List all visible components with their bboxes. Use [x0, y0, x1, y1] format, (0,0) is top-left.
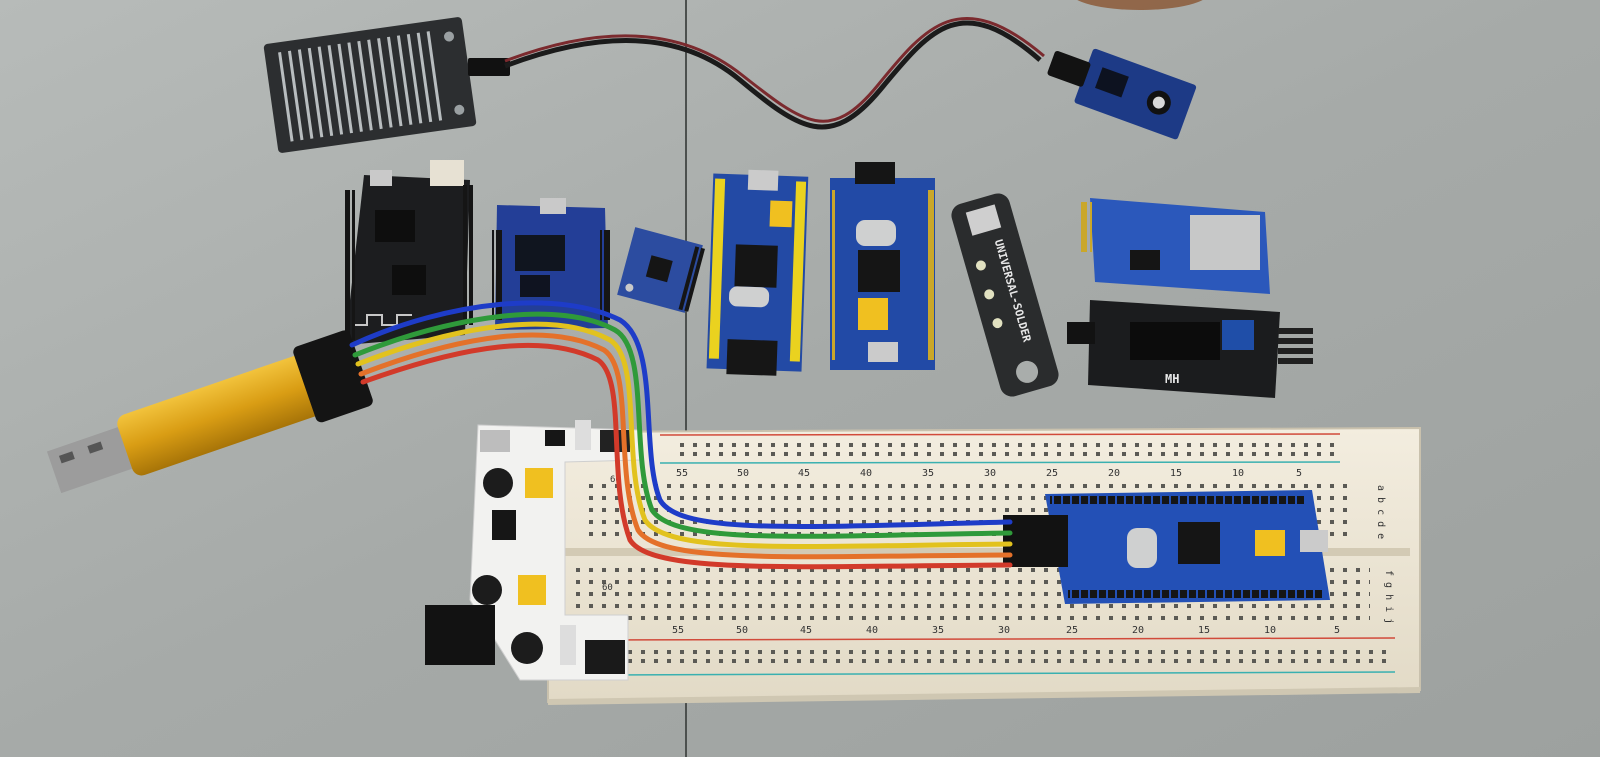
wire-green — [352, 311, 1013, 539]
bb-bottom-num: 5 — [1334, 625, 1340, 636]
bb-top-num: 55 — [676, 468, 688, 479]
bb-bottom-num: 25 — [1066, 625, 1078, 636]
bb-top-num: 10 — [1232, 468, 1244, 479]
lcd-backpack-label: MH — [1165, 372, 1179, 386]
bb-top-num: 25 — [1046, 468, 1058, 479]
wire-yellow — [355, 321, 1013, 549]
bb-bottom-num: 30 — [998, 625, 1010, 636]
bb-row-letters-bottom: f g h i j — [1383, 570, 1394, 624]
wire-blue — [349, 300, 1013, 529]
wemos-d1-mini-board — [492, 198, 610, 330]
bb-top-num: 35 — [922, 468, 934, 479]
bb-bottom-num: 10 — [1264, 625, 1276, 636]
breadboard-bottom-numbers: 55 50 45 40 35 30 25 20 15 10 5 — [672, 625, 1340, 636]
sensor-cable-red — [504, 16, 1045, 123]
bb-top-num: 15 — [1170, 468, 1182, 479]
ir-sensor-module — [1047, 48, 1197, 140]
bb-bottom-num: 35 — [932, 625, 944, 636]
bb-bottom-num: 50 — [736, 625, 748, 636]
imu-module — [617, 227, 705, 313]
usb-serial-dongle — [46, 330, 373, 494]
stm32-bluepill-board-1 — [706, 169, 809, 376]
bb-bottom-num: 40 — [866, 625, 878, 636]
sensor-cable-black — [504, 20, 1042, 130]
bb-bottom-num: 20 — [1132, 625, 1144, 636]
esp32-board — [345, 160, 473, 345]
bb-top-num: 45 — [798, 468, 810, 479]
bb-top-num: 20 — [1108, 468, 1120, 479]
bb-bottom-num: 45 — [800, 625, 812, 636]
bb-top-num: 50 — [737, 468, 749, 479]
rain-sensor-board — [263, 17, 477, 153]
rain-sensor-connector — [468, 58, 510, 76]
breadboard-top-numbers: 55 50 45 40 35 30 25 20 15 10 5 — [676, 468, 1302, 479]
cup-edge — [1077, 0, 1203, 10]
psu-label-top: 60 — [610, 475, 621, 485]
bb-top-num: 5 — [1296, 468, 1302, 479]
stm32-bluepill-board-2 — [830, 162, 935, 370]
wire-orange — [358, 332, 1013, 560]
sd-card-module — [1078, 198, 1270, 294]
wire-red — [360, 342, 1013, 570]
psu-label-bottom: 60 — [602, 583, 613, 593]
bb-row-letters-top: a b c d e — [1375, 485, 1386, 539]
universal-solder-usb-stick: UNIVERSAL-SOLDER — [951, 193, 1059, 397]
bb-bottom-num: 55 — [672, 625, 684, 636]
bb-top-num: 30 — [984, 468, 996, 479]
lcd-i2c-backpack: MH — [1067, 300, 1313, 398]
bb-top-num: 40 — [860, 468, 872, 479]
jumper-wires — [349, 300, 1013, 570]
bb-bottom-num: 15 — [1198, 625, 1210, 636]
breadboard-power-supply: 60 60 — [425, 420, 641, 681]
stm32-bluepill-on-breadboard — [1003, 490, 1330, 604]
